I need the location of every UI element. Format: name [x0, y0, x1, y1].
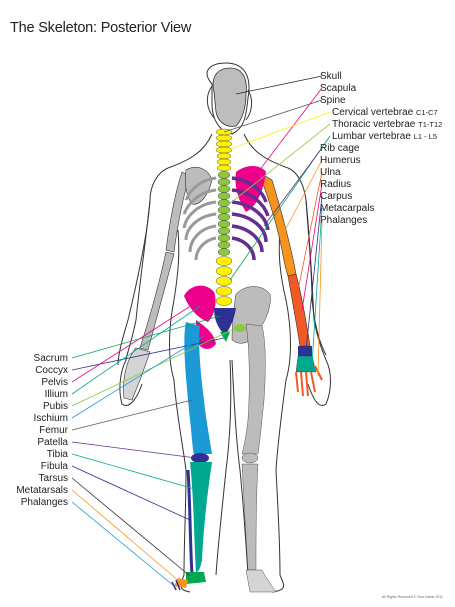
credit-text: All Rights Reserved © Your Name 2011	[381, 595, 443, 599]
tarsus-left	[186, 572, 206, 584]
label-ischium: Ischium	[33, 413, 68, 424]
hair-outline	[206, 85, 253, 121]
label-cervical: Cervical vertebrae C1-C7	[332, 107, 438, 118]
label-cervical-text: Cervical vertebrae	[332, 107, 414, 118]
label-phalanges-foot: Phalanges	[20, 497, 68, 508]
label-tibia: Tibia	[46, 449, 68, 460]
patella-right	[241, 452, 259, 464]
label-lumbar: Lumbar vertebrae L1 - L5	[332, 131, 437, 142]
patella-left	[191, 453, 209, 463]
label-spine: Spine	[320, 95, 346, 106]
femur-left	[184, 322, 212, 454]
femur-right	[241, 323, 266, 455]
label-skull: Skull	[320, 71, 342, 82]
label-cervical-range: C1-C7	[415, 108, 438, 117]
label-femur: Femur	[39, 425, 68, 436]
hand-left	[123, 347, 151, 401]
right-arm-outline	[305, 199, 331, 406]
scapula-right	[235, 166, 266, 212]
label-radius: Radius	[320, 179, 352, 190]
skull-bone	[212, 67, 247, 127]
label-pelvis: Pelvis	[41, 377, 68, 388]
phalanges-hand-right	[295, 365, 323, 397]
carpus-right	[298, 346, 312, 356]
radius-ulna-left	[139, 251, 175, 351]
pelvis-left-ischium	[196, 320, 216, 349]
label-illium: Illium	[44, 389, 68, 400]
cervical-vertebrae	[215, 128, 233, 172]
label-fibula: Fibula	[40, 461, 68, 472]
label-phalanges-hand: Phalanges	[320, 215, 368, 226]
label-coccyx: Coccyx	[35, 365, 68, 376]
label-humerus: Humerus	[320, 155, 361, 166]
page-title: The Skeleton: Posterior View	[10, 20, 192, 36]
pubis-bone	[234, 324, 246, 332]
label-metatarsals: Metatarsals	[16, 485, 68, 496]
label-thoracic-text: Thoracic vertebrae	[332, 119, 416, 130]
metatarsals-left	[174, 578, 188, 588]
left-arm-outline	[119, 199, 151, 406]
humerus-right	[257, 171, 297, 277]
label-ulna: Ulna	[320, 167, 341, 178]
head-outline	[206, 62, 250, 135]
label-carpus: Carpus	[320, 191, 353, 202]
thoracic-vertebrae	[217, 171, 231, 256]
label-tarsus: Tarsus	[38, 473, 68, 484]
tibia-left	[190, 462, 212, 572]
label-metacarpals: Metacarpals	[320, 203, 375, 214]
label-thoracic: Thoracic vertebrae T1-T12	[332, 119, 442, 130]
waist-outline	[169, 229, 291, 471]
pelvis-left-illium	[184, 285, 216, 322]
sacrum-bone	[214, 308, 236, 334]
label-patella: Patella	[37, 437, 68, 448]
label-sacrum: Sacrum	[33, 353, 68, 364]
leader-lines-left	[71, 299, 237, 587]
label-thoracic-range: T1-T12	[418, 120, 443, 129]
label-lumbar-range: L1 - L5	[413, 132, 438, 141]
body-outline	[117, 62, 331, 593]
label-ribcage: Rib cage	[320, 143, 360, 154]
leader-lines-right	[223, 75, 331, 377]
foot-right	[245, 569, 277, 593]
legs-outline	[180, 359, 284, 593]
lumbar-vertebrae	[215, 256, 233, 306]
label-lumbar-text: Lumbar vertebrae	[332, 131, 411, 142]
ribcage-left	[182, 176, 217, 261]
fibula-left	[186, 469, 194, 576]
label-scapula: Scapula	[320, 83, 357, 94]
metacarpals-right	[295, 355, 317, 373]
label-pubis: Pubis	[42, 401, 68, 412]
